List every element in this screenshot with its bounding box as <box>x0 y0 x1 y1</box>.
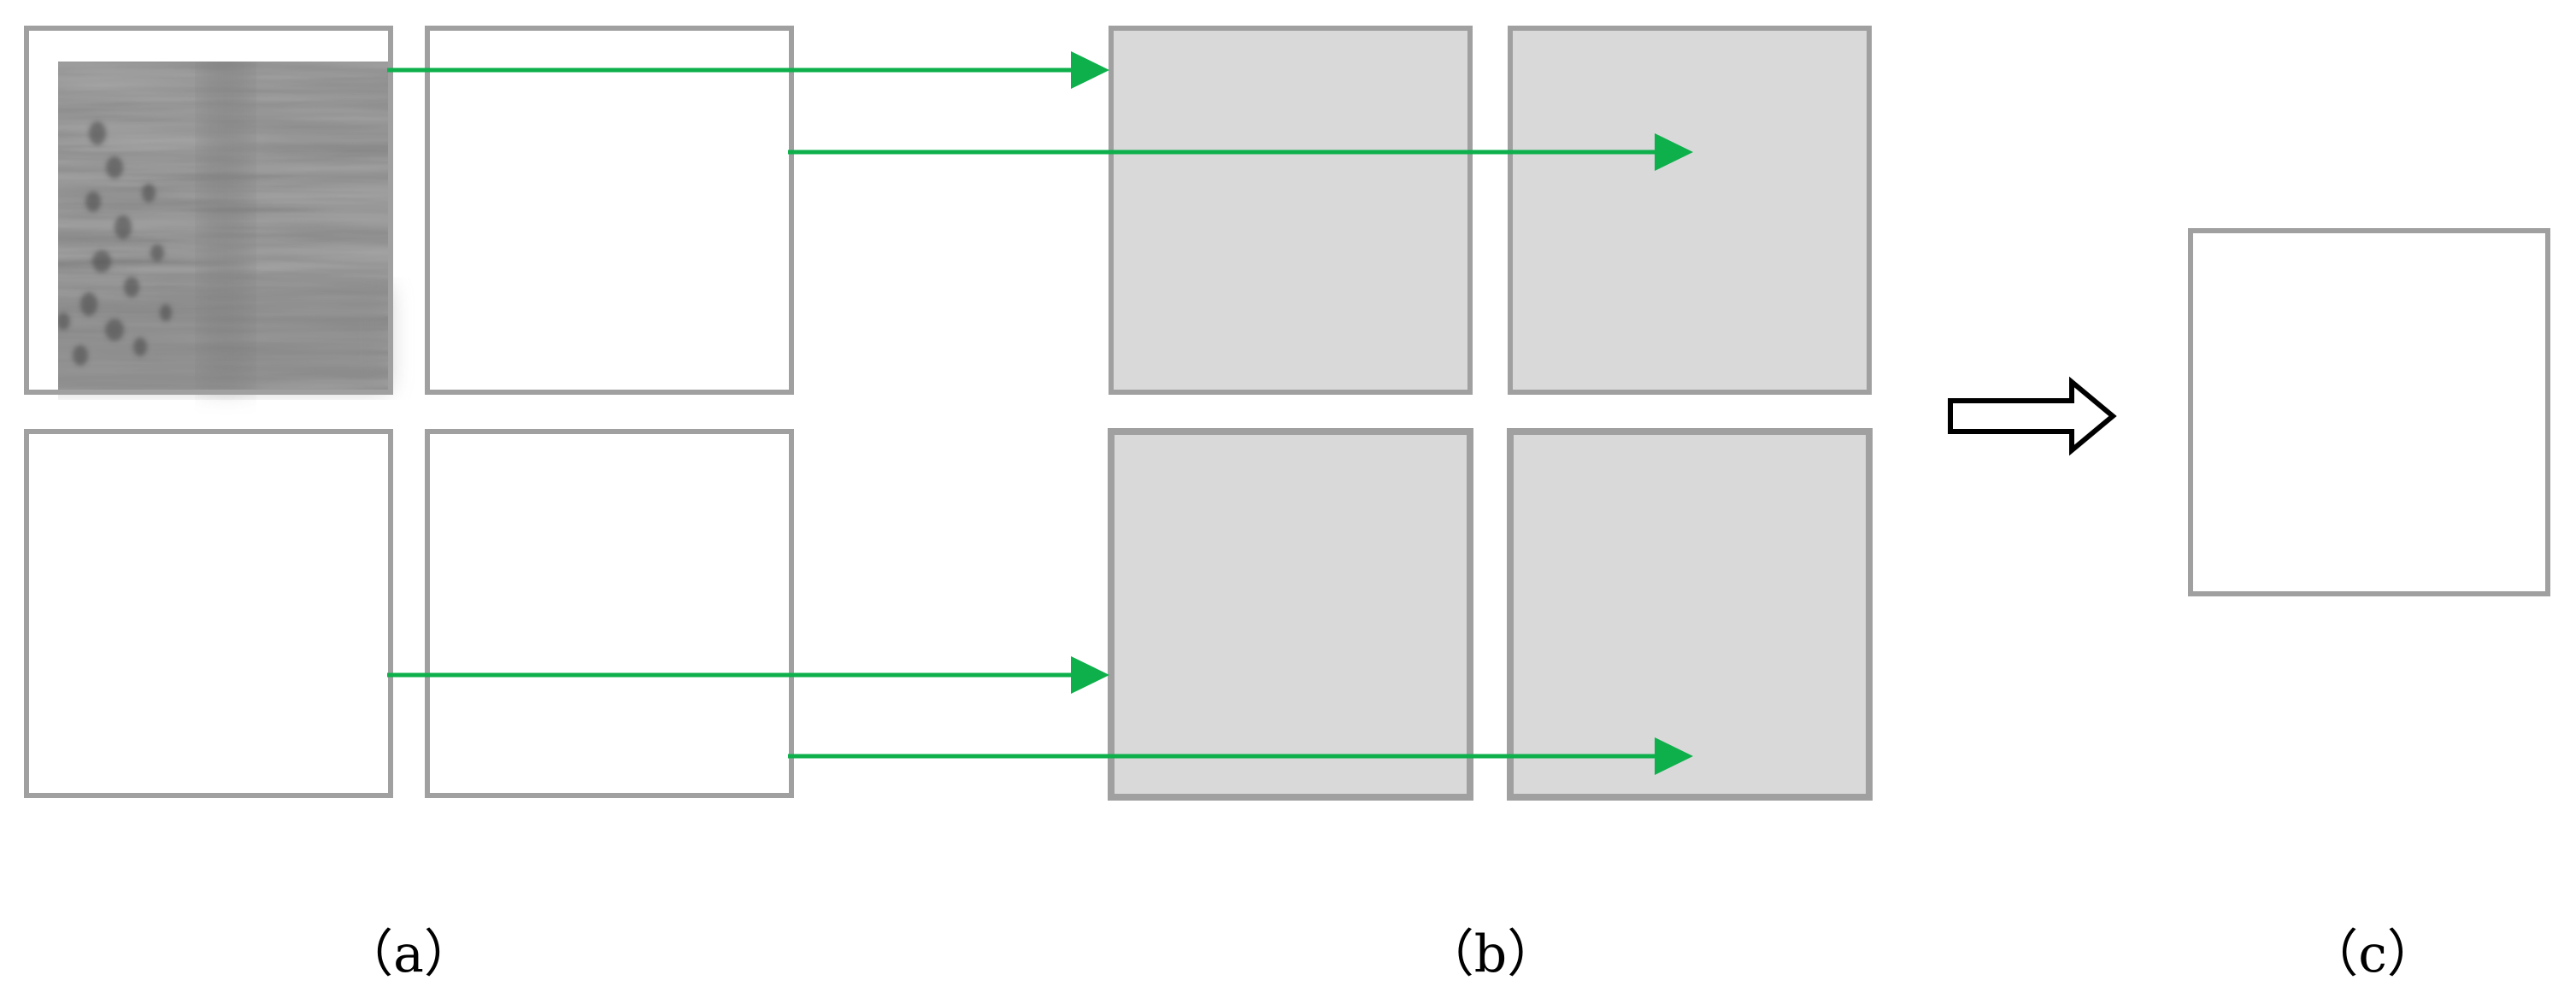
panel-a-image-1 <box>24 26 393 395</box>
panel-c-mosaic <box>2188 228 2550 596</box>
green-arrow-3 <box>387 656 1109 694</box>
green-arrow-1 <box>387 51 1109 89</box>
panel-a-image-2 <box>425 26 794 395</box>
panel-b-canvas-4 <box>1507 428 1873 801</box>
panel-b-canvas-2 <box>1508 26 1872 395</box>
label-b: （b） <box>1422 924 1559 984</box>
label-a: （a） <box>342 924 475 984</box>
panel-a-image-3 <box>24 429 393 798</box>
green-arrow-2 <box>788 133 1693 171</box>
panel-b-canvas-1 <box>1109 26 1473 395</box>
green-arrow-4 <box>788 737 1693 775</box>
panel-b-canvas-3 <box>1108 428 1473 801</box>
label-c: （c） <box>2307 924 2438 984</box>
panel-a-image-4 <box>425 429 794 798</box>
outline-arrow-icon <box>1948 376 2117 456</box>
